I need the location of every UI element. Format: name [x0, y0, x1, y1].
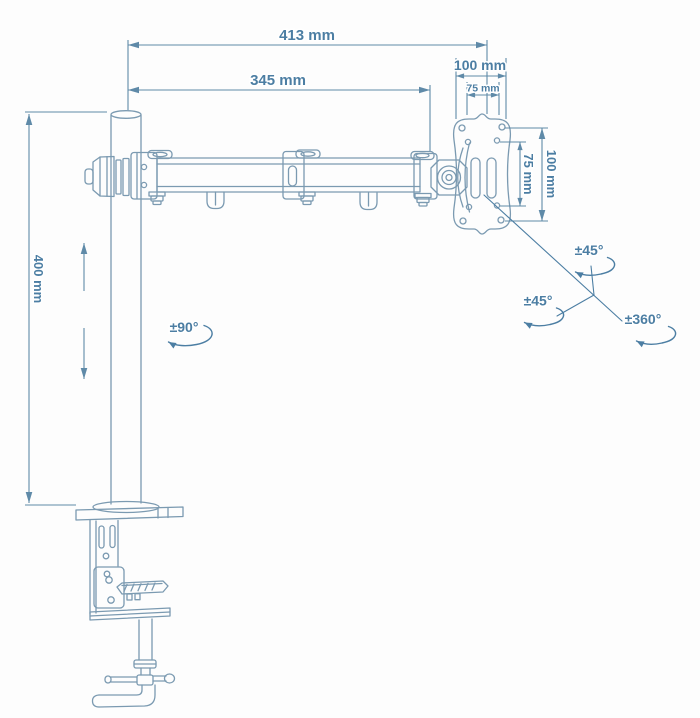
desk-clamp	[75, 500, 184, 708]
vesa-hole	[493, 202, 501, 209]
dimension-75-side: 75 mm	[500, 141, 538, 207]
rot-label-90: ±90°	[170, 319, 199, 335]
clamp-top-plate	[75, 500, 184, 521]
vesa-slot	[486, 157, 497, 199]
vesa-plate	[452, 113, 512, 235]
tilt-bracket-wing	[457, 147, 464, 208]
clamp-bracket	[89, 519, 125, 615]
arm-top-tab	[147, 149, 173, 160]
rot-label-45-lower: ±45°	[524, 293, 553, 309]
vesa-hole	[458, 124, 466, 132]
dim-label-400: 400 mm	[31, 255, 46, 303]
rotation-head-rotation: ±360°	[623, 310, 677, 348]
dim-label-413: 413 mm	[279, 27, 335, 44]
dimension-345: 345 mm	[128, 71, 431, 151]
rotation-head-tilt: ±45°	[573, 241, 616, 279]
rotation-head-swivel: ±45°	[522, 291, 565, 329]
rotation-arrow	[523, 307, 565, 329]
vesa-slot	[470, 157, 481, 199]
dim-label-75-top: 75 mm	[466, 83, 499, 95]
pole	[110, 110, 142, 505]
rot-label-45-upper: ±45°	[575, 242, 604, 258]
vesa-hole	[498, 123, 506, 131]
arm-assembly	[130, 149, 438, 211]
dimension-100-side: 100 mm	[505, 127, 561, 222]
clamp-screw	[133, 618, 157, 686]
arm-bolt	[148, 191, 166, 206]
dimension-100-top: 100 mm	[452, 56, 508, 119]
dim-label-345: 345 mm	[250, 72, 306, 89]
dimension-413: 413 mm	[127, 26, 488, 114]
arm-top-tab	[295, 149, 321, 159]
clamp-bottom-plate	[89, 607, 171, 621]
rotation-arrow	[167, 324, 213, 349]
pole-knob	[84, 155, 130, 198]
rotation-arrow	[574, 256, 616, 279]
arm-mid-bracket	[282, 150, 305, 200]
vesa-hole	[465, 203, 473, 211]
dimension-75-top: 75 mm	[465, 81, 501, 115]
arm-bar	[156, 157, 421, 193]
rotation-arrow	[635, 325, 677, 348]
rotation-pole-swivel: ±90°	[167, 318, 213, 349]
arm-bolt	[298, 191, 316, 206]
arm-bolt	[414, 192, 432, 207]
dim-label-75-side: 75 mm	[521, 153, 536, 194]
cable-clip	[206, 191, 225, 210]
clamp-handle	[91, 673, 176, 708]
vesa-hole	[493, 137, 501, 144]
rotation-leader-lines	[483, 194, 623, 322]
vesa-hole	[459, 217, 467, 225]
vesa-hole	[464, 138, 472, 146]
clamp-upper-pad	[116, 580, 169, 601]
cable-clip	[359, 192, 378, 211]
vesa-hole	[497, 216, 505, 224]
rot-label-360: ±360°	[625, 311, 662, 327]
dim-label-100-top: 100 mm	[454, 57, 506, 73]
tilt-bracket-wing	[464, 142, 471, 213]
dimension-400: 400 mm	[25, 111, 107, 506]
dim-label-100-side: 100 mm	[544, 150, 559, 198]
